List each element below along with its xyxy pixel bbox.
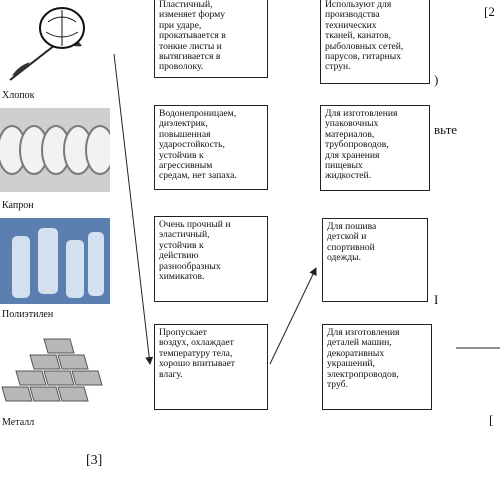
material-label: Капрон <box>2 200 34 211</box>
cropped-text: вьте <box>434 122 458 137</box>
material-label: Хлопок <box>2 90 35 101</box>
arrow-line <box>269 267 317 365</box>
material-label: Полиэтилен <box>2 309 54 320</box>
cropped-mark: [ <box>489 412 494 427</box>
use-box: Для пошива детской и спортивной одежды. <box>322 218 428 302</box>
score-mark: [3] <box>86 453 103 468</box>
property-box: Водонепроницаем, диэлектрик, повышенная … <box>154 105 268 190</box>
metal-image <box>0 325 110 405</box>
cropped-mark: I <box>434 292 439 307</box>
cropped-mark: [2 <box>484 4 495 19</box>
use-box: Используют для производства технических … <box>320 0 430 84</box>
property-box: Очень прочный и эластичный, устойчив к д… <box>154 216 268 302</box>
use-box: Для изготовления упаковочных материалов,… <box>320 105 430 191</box>
cropped-mark: ) <box>434 72 439 87</box>
nylon-rope-image <box>0 108 115 192</box>
cotton-image <box>0 0 110 88</box>
property-box: Пропускает воздух, охлаждает температуру… <box>154 324 268 410</box>
property-box: Пластичный, изменяет форму при ударе, пр… <box>154 0 268 78</box>
arrow-line <box>113 53 154 365</box>
use-box: Для изготовления деталей машин, декорати… <box>322 324 432 410</box>
polyethylene-image <box>0 218 110 304</box>
material-label: Металл <box>2 417 35 428</box>
